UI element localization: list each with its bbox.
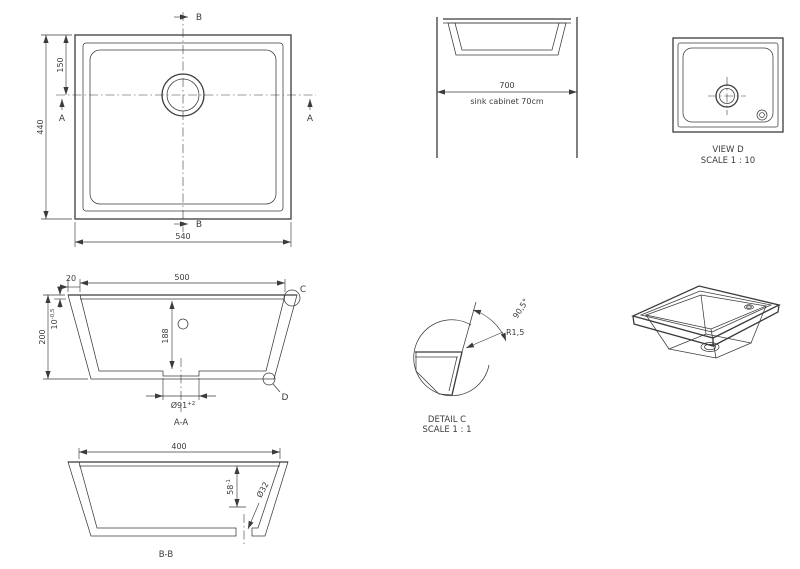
- dim-drain-32: Ø32: [247, 480, 271, 530]
- sink-section-walls: [447, 22, 567, 56]
- section-marker-a-right: A: [307, 99, 314, 124]
- cabinet-front-view: 700 sink cabinet 70cm: [436, 17, 578, 158]
- dim-58: 58-1: [226, 466, 246, 508]
- dim-drain-32-value: Ø32: [254, 480, 271, 499]
- dim-540: 540: [74, 222, 292, 247]
- plan-view: B B A A 440 150 540: [36, 12, 316, 247]
- view-d-drain-inner: [719, 88, 735, 104]
- drain-inner-circle: [166, 78, 200, 112]
- dim-200-value: 200: [38, 329, 47, 344]
- dim-540-value: 540: [175, 232, 190, 241]
- dim-700-value: 700: [499, 81, 514, 90]
- isometric-view: [631, 285, 781, 359]
- dim-20-value: 20: [66, 274, 76, 283]
- detail-c-label: C: [300, 285, 306, 295]
- drain-outer-circle: [161, 73, 205, 117]
- dim-400-value: 400: [171, 442, 186, 451]
- dim-700: 700 sink cabinet 70cm: [437, 81, 577, 106]
- dim-radius-value: R1,5: [506, 328, 524, 337]
- section-marker-a-left: A: [59, 99, 66, 124]
- dim-58-value: 58-1: [226, 479, 235, 495]
- view-d-outer-edge: [672, 37, 784, 133]
- section-b-b: 400 58-1 Ø32 B-B: [67, 442, 289, 560]
- dim-drain-91-value: Ø91+2: [171, 400, 196, 410]
- dim-10: 10-0,5: [50, 286, 66, 329]
- dim-440-value: 440: [36, 119, 45, 134]
- section-aa-title: A-A: [174, 418, 189, 428]
- view-d-basin-edge: [682, 47, 774, 123]
- detail-c-view: 90,5° R1,5 DETAIL C SCALE 1 : 1: [413, 297, 531, 435]
- detail-c-title: DETAIL C: [428, 415, 466, 425]
- section-bb-title: B-B: [159, 550, 174, 560]
- dim-188-value: 188: [161, 328, 170, 343]
- dim-drain-91: Ø91+2: [146, 378, 216, 410]
- section-a-label-left: A: [59, 114, 66, 124]
- dim-angle-value: 90,5°: [511, 297, 530, 320]
- iso-overflow-outer: [744, 304, 754, 310]
- detail-c-marker-circle: [283, 289, 301, 307]
- view-d: VIEW D SCALE 1 : 10: [672, 37, 784, 166]
- detail-d-marker-circle: [262, 372, 276, 386]
- dim-500-value: 500: [174, 273, 189, 282]
- dim-10-value: 10-0,5: [50, 308, 59, 329]
- aa-section-walls: [67, 294, 298, 380]
- iso-rim-inner: [639, 290, 773, 333]
- sink-outer-edge: [74, 34, 292, 220]
- dim-188: 188: [161, 301, 175, 369]
- sink-rim-edge: [82, 42, 284, 212]
- detail-boundary-arc: [413, 319, 490, 397]
- sink-basin-edge: [89, 49, 277, 205]
- section-a-a: C D 500 20 200 10-0,5: [38, 273, 306, 428]
- view-d-overflow-outer: [756, 109, 768, 121]
- view-d-rim-edge: [677, 42, 779, 128]
- section-b-label-top: B: [196, 13, 202, 23]
- section-marker-b-top: B: [174, 13, 202, 23]
- cabinet-caption: sink cabinet 70cm: [470, 97, 543, 106]
- dim-500: 500: [79, 273, 286, 292]
- iso-overflow-inner: [746, 305, 752, 309]
- section-b-label-bottom: B: [196, 220, 202, 230]
- dim-20: 20: [57, 274, 80, 292]
- section-marker-b-bottom: B: [174, 220, 202, 230]
- iso-drain-inner: [704, 343, 716, 351]
- aa-waste-knob: [177, 318, 189, 330]
- view-d-drain-outer: [715, 84, 739, 108]
- bb-section-walls: [67, 461, 289, 537]
- detail-material-hatch: [415, 351, 463, 396]
- dim-150-value: 150: [56, 57, 65, 72]
- view-d-title: VIEW D: [712, 145, 744, 155]
- section-a-label-right: A: [307, 114, 314, 124]
- view-d-scale: SCALE 1 : 10: [701, 156, 755, 166]
- dim-200: 200: [38, 294, 88, 380]
- detail-c-scale: SCALE 1 : 1: [422, 425, 471, 435]
- iso-drain-outer: [700, 342, 720, 352]
- dim-150: 150: [56, 35, 69, 95]
- dim-400: 400: [78, 442, 281, 459]
- dim-440: 440: [36, 34, 72, 220]
- view-d-overflow-inner: [759, 112, 765, 118]
- detail-d-label: D: [282, 393, 289, 403]
